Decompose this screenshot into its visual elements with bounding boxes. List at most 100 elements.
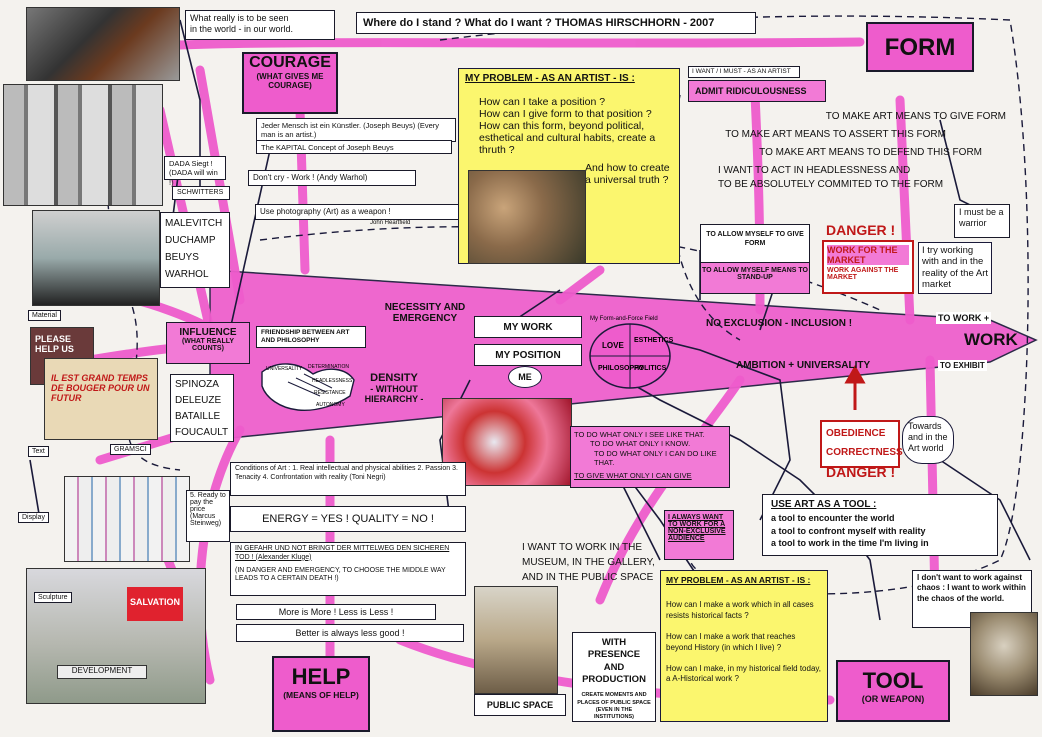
energy-quality: ENERGY = YES ! QUALITY = NO ! xyxy=(230,506,466,532)
courage-item-beuys: Jeder Mensch ist ein Künstler. (Joseph B… xyxy=(256,118,456,142)
work-for-market: WORK FOR THE MARKET xyxy=(827,245,909,265)
correctness: CORRECTNESS xyxy=(826,447,903,458)
only-line2: TO DO WHAT ONLY I KNOW. xyxy=(590,439,691,449)
admit-ridiculousness: ADMIT RIDICULOUSNESS xyxy=(688,80,826,102)
try-working: I try working with and in the reality of… xyxy=(918,242,992,294)
handshake-drawing: UNIVERSALITY DETERMINATION HEADLESSNESS … xyxy=(261,363,355,412)
courage-sub: (WHAT GIVES ME COURAGE) xyxy=(256,72,324,90)
presence-sub: CREATE MOMENTS AND PLACES OF PUBLIC SPAC… xyxy=(577,692,651,720)
top-quote: What really is to be seen in the world -… xyxy=(185,10,335,40)
problem2-box: MY PROBLEM - AS AN ARTIST - IS : How can… xyxy=(660,570,828,722)
page-title: Where do I stand ? What do I want ? THOM… xyxy=(356,12,756,34)
influence-box: INFLUENCE (WHAT REALLY COUNTS) xyxy=(166,322,250,364)
courage-box: COURAGE (WHAT GIVES ME COURAGE) xyxy=(242,52,338,114)
danger2-box: OBEDIENCE CORRECTNESS xyxy=(820,420,903,468)
museum-text: I WANT TO WORK IN THE MUSEUM, IN THE GAL… xyxy=(522,540,656,585)
force-field-drawing: My Form-and-Force Field LOVE ESTHETICS P… xyxy=(589,316,674,389)
conditions-of-art: Conditions of Art : 1. Real intellectual… xyxy=(230,462,466,496)
ready-to-pay: 5. Ready to pay the price (Marcus Steinw… xyxy=(186,490,230,542)
necessity-label: NECESSITY AND EMERGENCY xyxy=(384,302,466,324)
danger1-box: WORK FOR THE MARKET WORK AGAINST THE MAR… xyxy=(822,240,914,294)
photo-dead-animal xyxy=(26,7,180,81)
courage-title: COURAGE xyxy=(249,54,331,71)
force-word-esthetics: ESTHETICS xyxy=(634,337,674,344)
help-title: HELP xyxy=(291,664,351,689)
use-art-line2: a tool to confront myself with reality xyxy=(771,525,926,536)
photo-il-est-grand-temps: IL EST GRAND TEMPS DE BOUGER POUR UN FUT… xyxy=(44,358,158,440)
problem2-title: MY PROBLEM - AS AN ARTIST - IS : xyxy=(666,575,811,585)
force-word-philosophy: PHILOSOPHY xyxy=(598,365,644,372)
help-sub: (MEANS OF HELP) xyxy=(283,690,359,700)
presence-box: WITH PRESENCE AND PRODUCTION CREATE MOME… xyxy=(572,632,656,722)
only-line3: TO DO WHAT ONLY I CAN DO LIKE THAT. xyxy=(594,448,717,468)
museum-line: I WANT TO WORK IN THE MUSEUM, IN THE GAL… xyxy=(522,542,655,583)
influence-sub: (WHAT REALLY COUNTS) xyxy=(181,338,235,352)
philosopher-spinoza: SPINOZA xyxy=(175,379,219,390)
problem1-line4: And how to create a universal truth ? xyxy=(585,162,670,186)
to-work-plus: TO WORK + xyxy=(936,312,992,324)
problem1-line3: How can this form, beyond political, est… xyxy=(479,120,656,156)
use-art-title: USE ART AS A TOOL : xyxy=(771,499,877,510)
obedience: OBEDIENCE xyxy=(826,428,886,439)
handshake-word-headlessness: HEADLESSNESS xyxy=(312,378,353,384)
danger2-title: DANGER ! xyxy=(826,464,896,480)
courage-item-kapital: The KAPITAL Concept of Joseph Beuys xyxy=(256,140,452,154)
photo-display xyxy=(64,476,190,562)
always-want-text: I ALWAYS WANT TO WORK FOR A NON-EXCLUSIV… xyxy=(668,514,726,542)
public-space-label: PUBLIC SPACE xyxy=(474,694,566,716)
sign-development: DEVELOPMENT xyxy=(57,665,147,679)
tool-title: TOOL xyxy=(862,668,924,693)
danger1-title: DANGER ! xyxy=(826,222,896,238)
handshake-word-universality: UNIVERSALITY xyxy=(266,366,303,372)
tool-sub: (OR WEAPON) xyxy=(861,694,925,704)
problem2-line3: How can I make, in my historical field t… xyxy=(666,663,822,684)
density-sub: - WITHOUT HIERARCHY - xyxy=(364,384,424,404)
more-is-more: More is More ! Less is Less ! xyxy=(236,604,436,620)
use-art-line3: a tool to work in the time I'm living in xyxy=(771,538,929,549)
allow-give-form: TO ALLOW MYSELF TO GIVE FORM xyxy=(700,224,810,264)
my-work: MY WORK xyxy=(474,316,582,338)
always-want-box: I ALWAYS WANT TO WORK FOR A NON-EXCLUSIV… xyxy=(664,510,734,560)
towards-art-world: Towards and in the Art world xyxy=(902,416,954,464)
only-line4: TO GIVE WHAT ONLY I CAN GIVE xyxy=(574,470,692,480)
top-quote-line2: in the world - in our world. xyxy=(190,24,294,35)
courage-item-heartfield: John Heartfield xyxy=(370,220,411,226)
schwitters: SCHWITTERS xyxy=(172,186,230,200)
better-less-good: Better is always less good ! xyxy=(236,624,464,642)
courage-item-photography: Use photography (Art) as a weapon ! xyxy=(255,204,459,220)
density-title: DENSITY xyxy=(370,372,418,384)
problem2-line1: How can I make a work which in all cases… xyxy=(666,600,814,621)
form-box: FORM xyxy=(866,22,974,72)
gefahr-box: IN GEFAHR UND NOT BRINGT DER MITTELWEG D… xyxy=(230,542,466,596)
work-label: WORK xyxy=(964,330,1018,349)
use-art-line1: a tool to encounter the world xyxy=(771,513,895,523)
gefahr-english: (IN DANGER AND EMERGENCY, TO CHOOSE THE … xyxy=(235,566,446,583)
photo-car xyxy=(32,210,160,306)
want-must-label: I WANT / I MUST - AS AN ARTIST xyxy=(688,66,800,78)
philosophers-list: SPINOZA DELEUZE BATAILLE FOUCAULT xyxy=(170,374,234,442)
photo-masked-figure xyxy=(970,612,1038,696)
problem1-line1: How can I take a position ? xyxy=(479,96,606,108)
label-text: Text xyxy=(28,446,49,457)
allow-stand-up: TO ALLOW MYSELF MEANS TO STAND-UP xyxy=(700,262,810,294)
density-label: DENSITY - WITHOUT HIERARCHY - xyxy=(356,372,432,404)
dada-line2: (DADA will win !) xyxy=(169,168,218,187)
form-statement-defend: TO MAKE ART MEANS TO DEFEND THIS FORM xyxy=(759,147,982,158)
gefahr-german: IN GEFAHR UND NOT BRINGT DER MITTELWEG D… xyxy=(235,545,450,561)
warrior-box: I must be a warrior xyxy=(954,204,1010,238)
photo-exhibition-room xyxy=(3,84,163,206)
label-sculpture: Sculpture xyxy=(34,592,72,603)
ambition-universality: AMBITION + UNIVERSALITY xyxy=(736,360,871,371)
artist-warhol: WARHOL xyxy=(165,269,209,280)
courage-item-warhol: Don't cry - Work ! (Andy Warhol) xyxy=(248,170,416,186)
work-against-market: WORK AGAINST THE MARKET xyxy=(827,267,899,281)
use-art-box: USE ART AS A TOOL : a tool to encounter … xyxy=(762,494,998,556)
label-material: Material xyxy=(28,310,61,321)
top-quote-line1: What really is to be seen xyxy=(190,13,289,23)
handshake-word-resistance: RESISTANCE xyxy=(314,390,346,396)
sign-il-est: IL EST GRAND TEMPS DE BOUGER POUR UN FUT… xyxy=(51,373,150,403)
problem1-title: MY PROBLEM - AS AN ARTIST - IS : xyxy=(465,73,635,84)
to-exhibit: TO EXHIBIT xyxy=(938,360,987,371)
form-statement-assert: TO MAKE ART MEANS TO ASSERT THIS FORM xyxy=(725,129,946,140)
my-position: MY POSITION xyxy=(474,344,582,366)
